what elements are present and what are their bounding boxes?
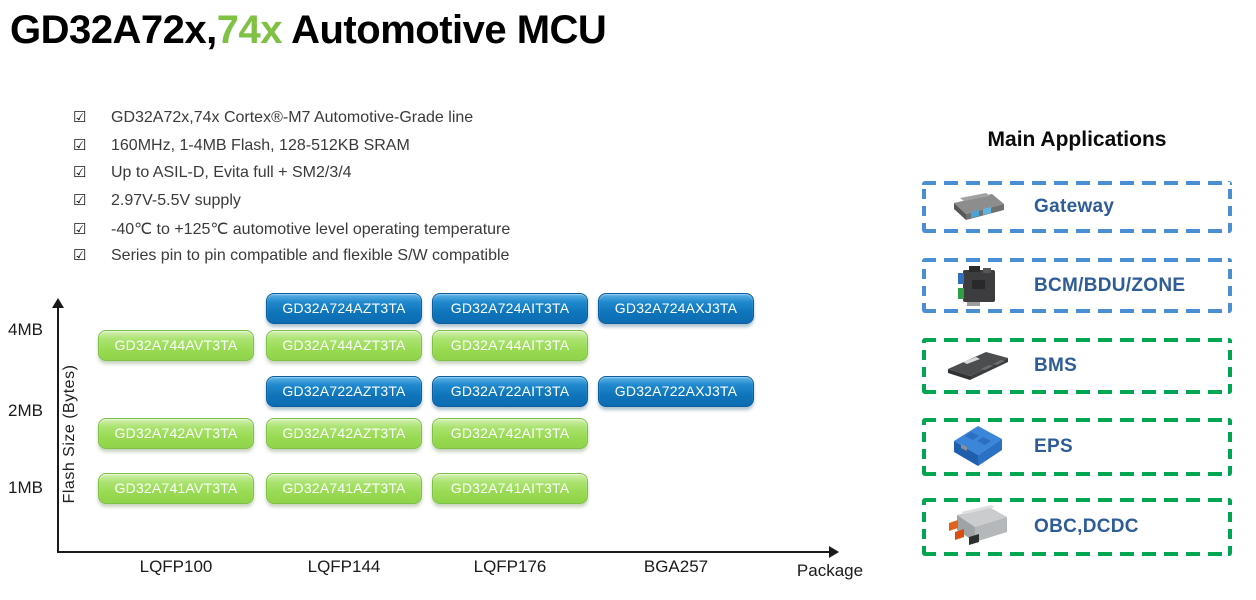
feature-text: 2.97V-5.5V supply [111,192,241,210]
chip-GD32A722AZT3TA: GD32A722AZT3TA [266,376,422,407]
gateway-module-icon [932,190,1024,224]
y-axis-label: Flash Size (Bytes) [61,364,78,504]
application-box-eps: EPS [922,418,1232,476]
chip-GD32A744AIT3TA: GD32A744AIT3TA [432,330,588,361]
application-label-obc-dcdc: OBC,DCDC [1034,516,1139,537]
checkbox-icon: ☑ [73,247,87,265]
feature-item: ☑ 160MHz, 1-4MB Flash, 128-512KB SRAM [73,136,510,164]
title-highlight: 74x [216,8,283,52]
chip-GD32A724AZT3TA: GD32A724AZT3TA [266,293,422,324]
checkbox-icon: ☑ [73,136,87,154]
application-box-obc-dcdc: OBC,DCDC [922,498,1232,556]
page-title: GD32A72x,74x Automotive MCU [10,8,607,53]
title-prefix: GD32A72x, [10,8,217,52]
x-axis-arrow-icon [829,546,839,558]
x-tick-bga257: BGA257 [643,557,709,576]
feature-text: Up to ASIL-D, Evita full + SM2/3/4 [111,164,352,182]
chip-GD32A742AZT3TA: GD32A742AZT3TA [266,418,422,449]
feature-text: 160MHz, 1-4MB Flash, 128-512KB SRAM [111,136,410,154]
feature-text: -40℃ to +125℃ automotive level operating… [111,220,511,238]
checkbox-icon: ☑ [73,192,87,210]
x-tick-lqfp100: LQFP100 [139,557,213,576]
x-axis-label: Package [796,561,864,580]
title-suffix: Automotive MCU [281,8,607,52]
chip-GD32A722AIT3TA: GD32A722AIT3TA [432,376,588,407]
y-tick-1mb: 1MB [8,478,43,497]
x-axis-line [57,551,831,553]
bcm-module-icon [932,264,1024,308]
feature-list: ☑ GD32A72x,74x Cortex®-M7 Automotive-Grad… [73,108,510,274]
feature-item: ☑ -40℃ to +125℃ automotive level operatin… [73,219,510,247]
feature-text: Series pin to pin compatible and flexibl… [111,247,510,265]
obc-module-icon [932,504,1024,550]
application-label-gateway: Gateway [1034,196,1115,217]
feature-item: ☑ Up to ASIL-D, Evita full + SM2/3/4 [73,163,510,191]
chip-GD32A722AXJ3TA: GD32A722AXJ3TA [598,376,754,407]
chip-GD32A744AZT3TA: GD32A744AZT3TA [266,330,422,361]
chip-GD32A724AIT3TA: GD32A724AIT3TA [432,293,588,324]
chip-GD32A742AVT3TA: GD32A742AVT3TA [98,418,254,449]
chip-GD32A744AVT3TA: GD32A744AVT3TA [98,330,254,361]
y-axis-line [57,306,59,553]
x-tick-lqfp176: LQFP176 [473,557,547,576]
y-tick-2mb: 2MB [8,401,43,420]
checkbox-icon: ☑ [73,220,87,238]
checkbox-icon: ☑ [73,109,87,126]
bms-module-icon [932,349,1024,383]
application-box-bcm-bdu-zone: BCM/BDU/ZONE [922,258,1232,313]
checkbox-icon: ☑ [73,164,87,182]
feature-item: ☑ Series pin to pin compatible and flexib… [73,246,510,274]
chip-GD32A741AZT3TA: GD32A741AZT3TA [266,473,422,504]
feature-text: GD32A72x,74x Cortex®-M7 Automotive-Grade… [111,109,474,126]
chip-GD32A741AVT3TA: GD32A741AVT3TA [98,473,254,504]
application-label-bcm-bdu-zone: BCM/BDU/ZONE [1034,274,1186,296]
chip-GD32A724AXJ3TA: GD32A724AXJ3TA [598,293,754,324]
chip-GD32A742AIT3TA: GD32A742AIT3TA [432,418,588,449]
application-box-bms: BMS [922,338,1232,394]
application-label-eps: EPS [1034,436,1073,457]
application-label-bms: BMS [1034,355,1078,376]
y-axis-arrow-icon [52,298,64,308]
feature-item: ☑ 2.97V-5.5V supply [73,191,510,219]
x-tick-lqfp144: LQFP144 [307,557,381,576]
eps-module-icon [932,424,1024,470]
application-box-gateway: Gateway [922,181,1232,233]
y-tick-4mb: 4MB [8,320,43,339]
chip-GD32A741AIT3TA: GD32A741AIT3TA [432,473,588,504]
feature-item: ☑ GD32A72x,74x Cortex®-M7 Automotive-Grad… [73,108,510,136]
applications-title: Main Applications [987,128,1167,151]
